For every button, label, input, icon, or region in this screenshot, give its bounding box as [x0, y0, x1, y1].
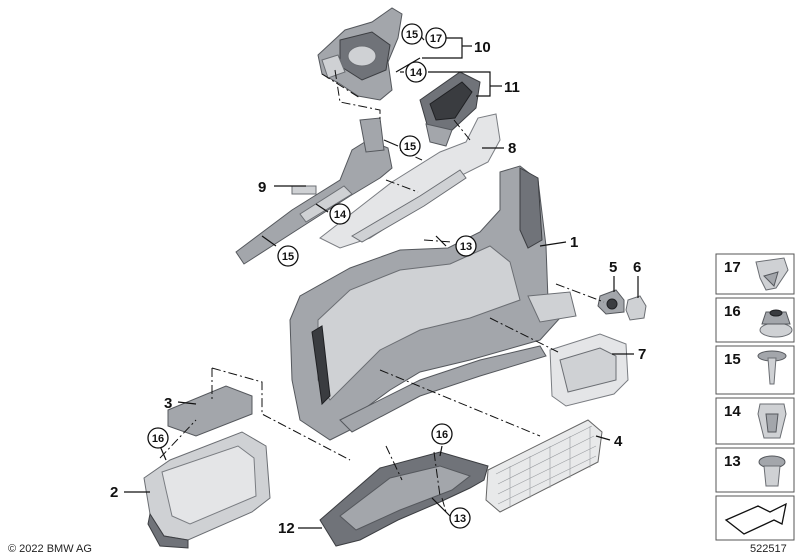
svg-text:16: 16 — [152, 433, 164, 445]
legend-item-17: 17 — [715, 253, 795, 295]
callout-8: 8 — [508, 140, 516, 157]
svg-text:15: 15 — [724, 351, 741, 368]
callout-1: 1 — [570, 234, 578, 251]
circled-callout-13-panel: 13 — [455, 235, 477, 257]
nut-16-icon — [759, 309, 793, 338]
callout-7: 7 — [638, 346, 646, 363]
circled-callouts: 15 17 14 15 14 15 13 16 — [147, 23, 477, 529]
legend-item-14: 14 — [715, 397, 795, 445]
part-6-cover — [625, 295, 647, 321]
circled-callout-17-top: 17 — [425, 27, 447, 49]
leader-lines — [124, 23, 639, 529]
circled-callout-14-bracket: 14 — [329, 203, 351, 225]
circled-callout-15-mid: 15 — [399, 135, 421, 157]
legend-item-16: 16 — [715, 297, 795, 343]
vehicle-direction-arrow-icon — [724, 502, 787, 535]
circled-callout-15-bottom: 15 — [277, 245, 299, 267]
legend-item-direction — [715, 495, 795, 541]
svg-text:15: 15 — [404, 141, 416, 153]
svg-text:14: 14 — [724, 403, 741, 420]
svg-text:16: 16 — [436, 429, 448, 441]
relation-lines — [159, 69, 605, 513]
part-9-long-bracket — [235, 117, 393, 265]
callout-5: 5 — [609, 259, 617, 276]
legend-item-15: 15 — [715, 345, 795, 395]
part-11-cupholder-insert — [419, 71, 481, 147]
svg-text:15: 15 — [406, 29, 418, 41]
callout-4: 4 — [614, 433, 623, 450]
svg-text:16: 16 — [724, 303, 741, 320]
svg-text:13: 13 — [724, 453, 741, 470]
callout-10: 10 — [474, 39, 491, 56]
copyright-notice: © 2022 BMW AG — [8, 543, 92, 555]
svg-text:15: 15 — [282, 251, 294, 263]
callout-labels: 10 11 8 9 1 5 6 7 3 4 2 12 — [110, 39, 646, 537]
part-1-trunk-side-trim — [289, 165, 577, 441]
legend-item-13: 13 — [715, 447, 795, 493]
part-3-floor-mat — [167, 385, 253, 437]
callout-11: 11 — [504, 79, 520, 96]
part-12-floor-tray — [319, 451, 489, 547]
part-4-luggage-net — [485, 419, 603, 513]
part-2-storage-box — [143, 431, 271, 549]
svg-text:14: 14 — [334, 209, 347, 221]
svg-text:14: 14 — [410, 67, 423, 79]
part-5-clip — [597, 289, 625, 315]
rivet-15-icon — [757, 350, 787, 385]
rivet-13-icon — [758, 455, 786, 487]
clip-17-icon — [755, 257, 789, 291]
part-7-side-cover — [549, 333, 629, 407]
callout-12: 12 — [278, 520, 295, 537]
svg-text:13: 13 — [460, 241, 472, 253]
diagram-number: 522517 — [750, 543, 787, 555]
callout-2: 2 — [110, 484, 118, 501]
callout-6: 6 — [633, 259, 641, 276]
callout-9: 9 — [258, 179, 266, 196]
callout-3: 3 — [164, 395, 172, 412]
circled-callout-16-box: 16 — [147, 427, 169, 449]
circled-callout-14-cupholder: 14 — [405, 61, 427, 83]
svg-text:13: 13 — [454, 513, 466, 525]
fastener-legend: 17 16 15 14 — [715, 253, 795, 541]
circled-callout-16-tray: 16 — [431, 423, 453, 445]
circled-callout-15-top: 15 — [401, 23, 423, 45]
svg-text:17: 17 — [724, 259, 741, 276]
part-10-upper-bracket — [317, 7, 403, 101]
part-8-side-trim-panel — [319, 113, 501, 249]
circled-callout-13-tray: 13 — [449, 507, 471, 529]
clip-14-icon — [757, 403, 787, 439]
svg-text:17: 17 — [430, 33, 442, 45]
